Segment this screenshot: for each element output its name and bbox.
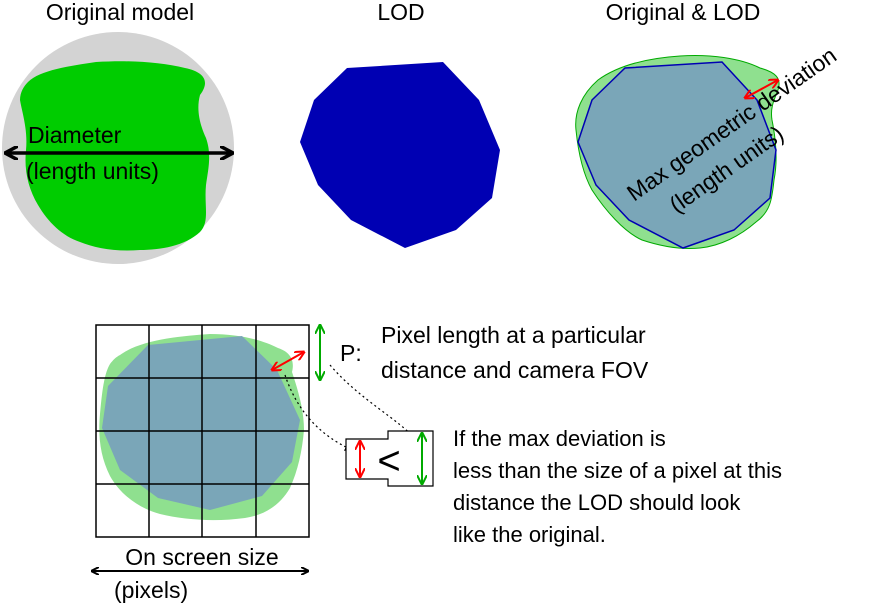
explanation-line3: distance the LOD should look (453, 490, 741, 515)
pixel-desc-line1: Pixel length at a particular (381, 322, 646, 348)
screen-size-label: On screen size (125, 544, 278, 570)
less-than-symbol: < (377, 439, 400, 483)
deviation-arrow (745, 80, 778, 98)
pixel-description: P: Pixel length at a particular distance… (340, 322, 649, 383)
grid-deviation-arrow (272, 352, 304, 370)
pixel-grid-panel: On screen size (pixels) (92, 325, 320, 603)
pixel-symbol: P: (340, 340, 362, 366)
explanation-line4: like the original. (453, 522, 606, 547)
deviation-dotted-connector (284, 374, 353, 451)
screen-size-units-label: (pixels) (114, 577, 188, 603)
comparison-box: < (284, 364, 434, 487)
explanation-text: If the max deviation is less than the si… (453, 426, 782, 547)
lod-panel: LOD (300, 0, 500, 248)
original-model-title: Original model (46, 0, 194, 25)
pixel-desc-line2: distance and camera FOV (381, 357, 649, 383)
overlay-title: Original & LOD (606, 0, 761, 25)
grid-lod-shape (102, 336, 300, 510)
diameter-units-label: (length units) (26, 158, 159, 184)
lod-title: LOD (377, 0, 424, 25)
lod-shape (300, 62, 500, 248)
explanation-line2: less than the size of a pixel at this (453, 458, 782, 483)
diameter-label: Diameter (28, 122, 122, 148)
explanation-line1: If the max deviation is (453, 426, 666, 451)
original-model-panel: Original model Diameter (length units) (2, 0, 234, 264)
comparison-box-outline (345, 430, 434, 487)
pixel-grid (95, 324, 310, 538)
overlay-panel: Original & LOD Max geometric deviation (… (575, 0, 841, 249)
